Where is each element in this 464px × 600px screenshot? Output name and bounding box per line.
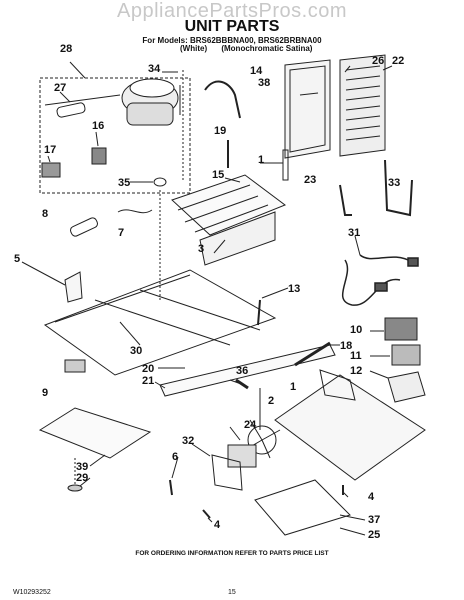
cover-part bbox=[387, 371, 426, 403]
document-number: W10293252 bbox=[13, 589, 51, 596]
callout-30: 30 bbox=[130, 345, 142, 357]
callout-9: 9 bbox=[42, 387, 48, 399]
compressor-part bbox=[121, 78, 181, 126]
ordering-note: FOR ORDERING INFORMATION REFER TO PARTS … bbox=[135, 550, 329, 557]
callout-3: 3 bbox=[198, 243, 204, 255]
callout-19: 19 bbox=[214, 125, 226, 137]
evaporator-part bbox=[171, 174, 287, 266]
callout-26: 26 bbox=[372, 55, 384, 67]
callout-24: 24 bbox=[244, 419, 257, 431]
grommet-part bbox=[153, 177, 167, 187]
callout-38: 38 bbox=[258, 77, 270, 89]
callout-34: 34 bbox=[148, 63, 161, 75]
page-number: 15 bbox=[228, 589, 236, 596]
callout-27: 27 bbox=[54, 82, 66, 94]
relay-part bbox=[91, 147, 107, 165]
wire-part bbox=[117, 209, 153, 214]
callout-33: 33 bbox=[388, 177, 400, 189]
callout-2: 2 bbox=[268, 395, 274, 407]
callout-11: 11 bbox=[350, 350, 362, 362]
callout-29: 29 bbox=[76, 472, 88, 484]
variant-satina: (Monochromatic Satina) bbox=[221, 44, 313, 53]
bracket-part bbox=[64, 271, 83, 303]
callout-22: 22 bbox=[392, 55, 404, 67]
model-list: For Models: BRS62BBBNA00, BRS62BRBNA00 bbox=[142, 36, 322, 45]
callout-28: 28 bbox=[60, 43, 72, 55]
base-pan-part bbox=[274, 369, 426, 481]
control-board-part bbox=[384, 317, 418, 341]
page-title: UNIT PARTS bbox=[184, 18, 280, 35]
callout-23: 23 bbox=[304, 174, 316, 186]
drain-pan-part bbox=[254, 479, 351, 536]
callout-39: 39 bbox=[76, 461, 88, 473]
callout-4: 4 bbox=[368, 491, 375, 503]
callout-21: 21 bbox=[142, 375, 154, 387]
callout-1: 1 bbox=[258, 154, 264, 166]
callout-31: 31 bbox=[348, 227, 360, 239]
callout-8: 8 bbox=[42, 208, 48, 220]
callout-16: 16 bbox=[92, 120, 104, 132]
wire-harness-part bbox=[341, 254, 419, 306]
model-variants: (White) (Monochromatic Satina) bbox=[180, 44, 324, 53]
drier-tube-part bbox=[384, 159, 413, 217]
callout-20: 20 bbox=[142, 363, 154, 375]
callout-5: 5 bbox=[14, 253, 20, 265]
access-panel-part bbox=[38, 407, 152, 459]
screw-6-part bbox=[169, 479, 173, 496]
callout-10: 10 bbox=[350, 324, 362, 336]
callout-37: 37 bbox=[368, 514, 380, 526]
callout-32: 32 bbox=[182, 435, 194, 447]
foot-part bbox=[67, 484, 83, 492]
callout-18: 18 bbox=[340, 340, 352, 352]
callout-36: 36 bbox=[236, 365, 248, 377]
capillary-tube-part bbox=[339, 184, 352, 216]
condenser-coil-part bbox=[339, 54, 386, 157]
board-part bbox=[391, 344, 421, 366]
fan-part bbox=[244, 419, 281, 459]
base-frame-part bbox=[43, 269, 277, 376]
bolt-part bbox=[257, 299, 261, 326]
pipe-part bbox=[282, 149, 289, 181]
motor-mount-part bbox=[211, 454, 243, 491]
variant-white: (White) bbox=[180, 44, 208, 53]
start-device-part bbox=[41, 162, 61, 178]
fan-motor-part bbox=[227, 444, 257, 468]
callout-14: 14 bbox=[250, 65, 263, 77]
callout-7: 7 bbox=[118, 227, 124, 239]
callout-4: 4 bbox=[214, 519, 221, 531]
watermark: AppliancePartsPros.com bbox=[117, 0, 347, 22]
rail-part bbox=[159, 344, 336, 397]
insulation-part bbox=[70, 217, 98, 237]
callout-35: 35 bbox=[118, 177, 130, 189]
callout-1: 1 bbox=[290, 381, 296, 393]
condenser-housing-part bbox=[284, 59, 331, 159]
screw-4-part bbox=[202, 509, 211, 519]
screw-part bbox=[294, 341, 331, 367]
callout-25: 25 bbox=[368, 529, 380, 541]
callout-6: 6 bbox=[172, 451, 178, 463]
callout-13: 13 bbox=[288, 283, 300, 295]
overload-part bbox=[44, 94, 121, 118]
suction-tube-part bbox=[204, 80, 241, 119]
callout-12: 12 bbox=[350, 365, 362, 377]
callout-17: 17 bbox=[44, 144, 56, 156]
compressor-group-box bbox=[39, 77, 191, 194]
pad-part bbox=[64, 359, 86, 373]
callout-15: 15 bbox=[212, 169, 224, 181]
